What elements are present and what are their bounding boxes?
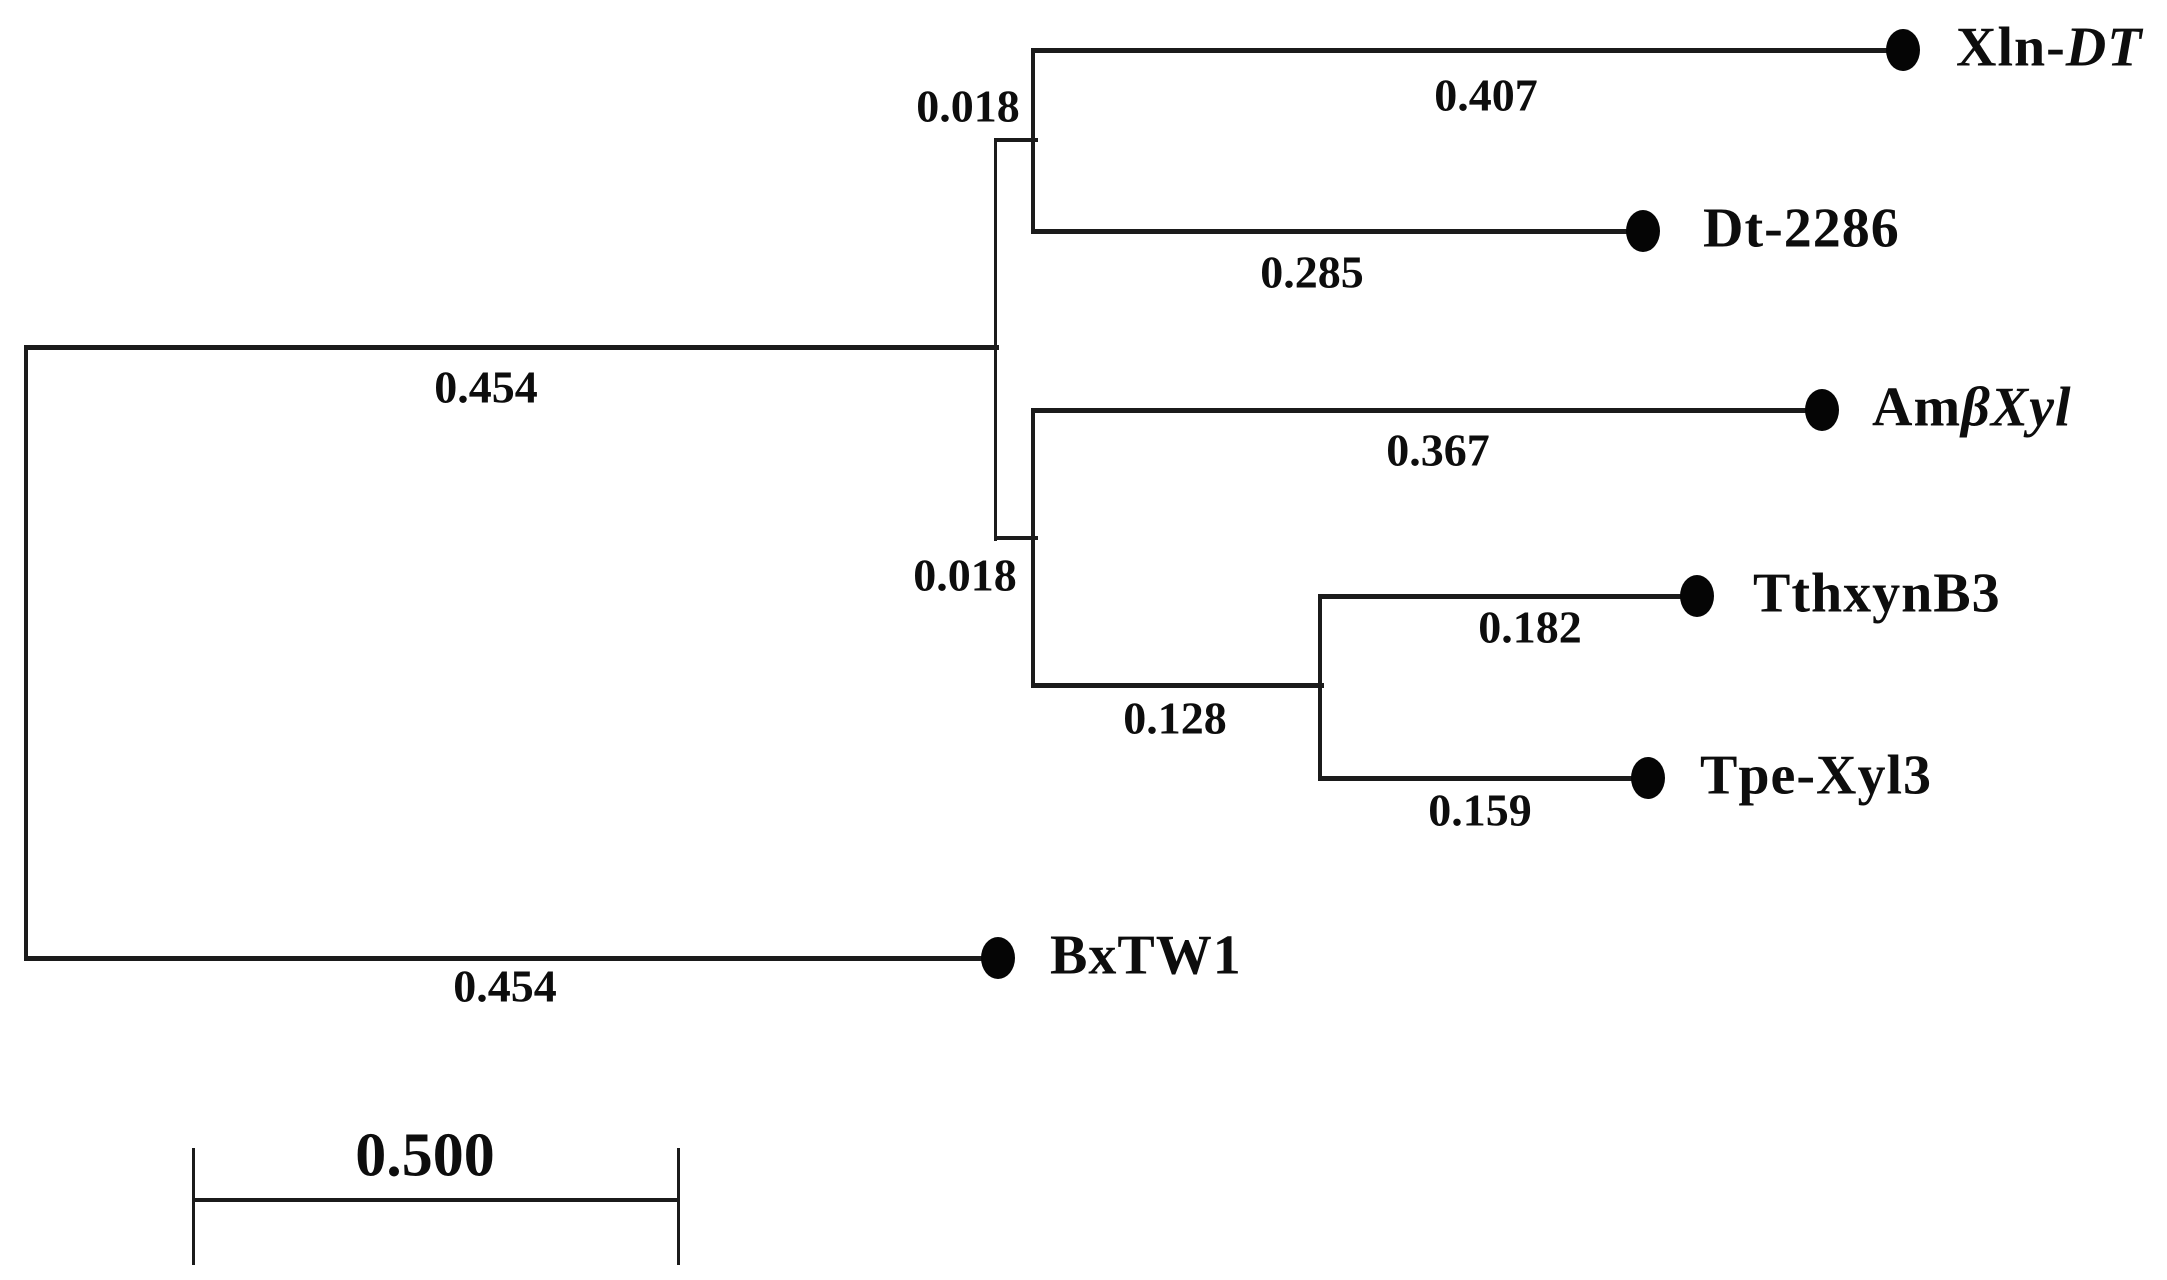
branch-length-label-3: 0.454: [434, 361, 538, 413]
branch-ambxyl: [1033, 408, 1824, 413]
branch-bxtw1: [26, 956, 1000, 961]
tip-dot-tpe-xyl3: [1631, 757, 1665, 799]
tip-label-part: DT: [2065, 16, 2143, 79]
tip-label-xln-dt: Xln-DT: [1956, 15, 2142, 79]
scale-bar-right-tick: [677, 1148, 680, 1265]
branch-clade-tth-tpe: [1033, 683, 1324, 688]
branch-root-upper: [26, 345, 999, 350]
root-vertical: [24, 345, 28, 961]
branch-dt-2286: [1033, 229, 1647, 234]
tip-dot-ambxyl: [1805, 389, 1839, 431]
tip-label-tpe-xyl3: Tpe-Xyl3: [1700, 743, 1932, 807]
branch-length-label-2: 0.285: [1260, 246, 1364, 298]
branch-length-label-8: 0.159: [1428, 784, 1532, 836]
tip-label-part: TthxynB3: [1753, 562, 2001, 625]
branch-xln-dt: [1033, 48, 1905, 53]
branch-length-label-4: 0.367: [1386, 424, 1490, 476]
scale-bar-label: 0.500: [355, 1121, 495, 1190]
split-vertical: [994, 138, 997, 541]
clade-c-vertical: [1318, 594, 1322, 781]
tip-label-bxtw1: BxTW1: [1050, 923, 1242, 987]
tip-label-part: Xln-: [1956, 16, 2066, 79]
clade-a-vertical: [1031, 48, 1035, 234]
branch-length-label-7: 0.128: [1123, 692, 1227, 744]
branch-length-label-6: 0.182: [1478, 601, 1582, 653]
tip-label-ambxyl: AmβXyl: [1872, 375, 2072, 439]
branch-clade-xln-dt: [995, 138, 1038, 142]
scale-bar-left-tick: [192, 1148, 195, 1265]
branch-clade-ambxyl: [995, 536, 1038, 540]
tip-dot-tthxynb3: [1680, 575, 1714, 617]
tip-dot-xln-dt: [1886, 29, 1920, 71]
tip-label-dt-2286: Dt-2286: [1703, 196, 1900, 260]
branch-tpe-xyl3: [1320, 776, 1650, 781]
branch-tthxynb3: [1320, 594, 1699, 599]
clade-b-vertical: [1031, 408, 1035, 688]
branch-length-label-1: 0.018: [916, 80, 1020, 132]
branch-length-label-0: 0.407: [1434, 69, 1538, 121]
tip-label-part: BxTW1: [1050, 924, 1242, 987]
tip-label-part: βXyl: [1961, 376, 2072, 439]
branch-length-label-5: 0.018: [913, 549, 1017, 601]
tip-label-part: Tpe-Xyl3: [1700, 744, 1932, 807]
tip-label-part: Am: [1872, 376, 1962, 439]
scale-bar-line: [193, 1198, 678, 1202]
tip-label-part: Dt-2286: [1703, 197, 1900, 260]
tip-label-tthxynb3: TthxynB3: [1753, 561, 2001, 625]
tip-dot-dt-2286: [1626, 210, 1660, 252]
tip-dot-bxtw1: [981, 937, 1015, 979]
branch-length-label-9: 0.454: [453, 960, 557, 1012]
